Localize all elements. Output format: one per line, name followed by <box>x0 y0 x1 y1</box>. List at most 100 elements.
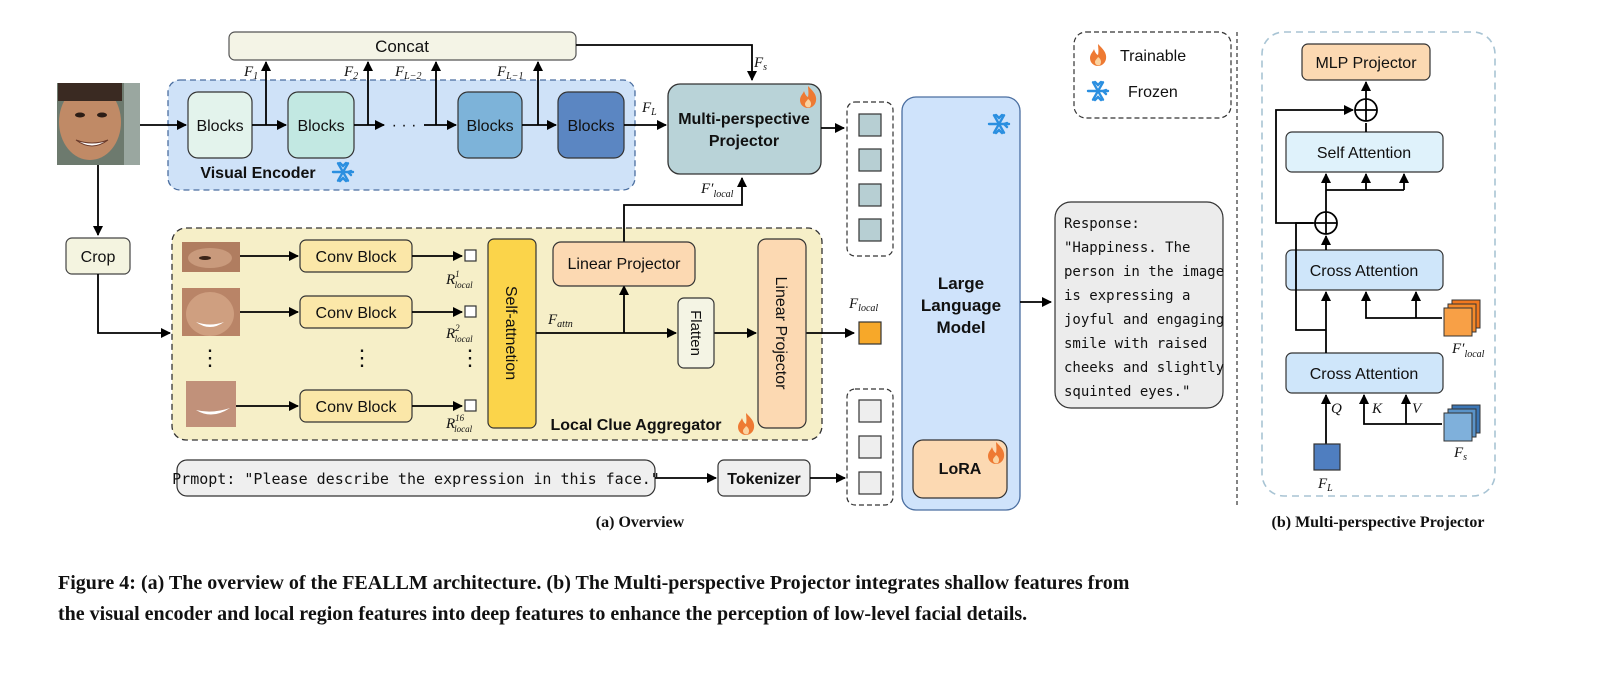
face-crop-2 <box>182 288 240 336</box>
visual-token <box>858 148 882 172</box>
flatten-label: Flatten <box>687 310 704 356</box>
face-crop-1 <box>182 242 240 272</box>
local-clue-aggregator-label: Local Clue Aggregator <box>551 417 722 434</box>
fl-feature-square <box>1313 443 1341 471</box>
v-label: V <box>1412 401 1423 417</box>
response-text: Response: "Happiness. The person in the … <box>1064 216 1224 400</box>
visual-token <box>858 183 882 207</box>
concat-box <box>228 31 577 61</box>
face-thumbnail <box>57 83 140 165</box>
r-local-1-square <box>464 249 477 262</box>
svg-text:is expressing a: is expressing a <box>1064 288 1190 304</box>
svg-text:Response:: Response: <box>1064 216 1140 232</box>
tokenizer-label: Tokenizer <box>727 471 801 488</box>
conv-block-1-label: Conv Block <box>316 249 398 266</box>
mlp-projector-box <box>1301 43 1431 81</box>
response-box <box>1054 201 1224 409</box>
label-fl1: FL−1 <box>496 64 523 82</box>
flp-detail-label: F′local <box>1451 341 1485 360</box>
lora-label: LoRA <box>939 461 982 478</box>
self-attention-label: Self-attnetion <box>502 286 519 380</box>
visual-token <box>858 218 882 242</box>
svg-text:cheeks and slightly: cheeks and slightly <box>1064 360 1224 376</box>
visual-encoder-label: Visual Encoder <box>200 165 315 182</box>
mpp-subtitle: (b) Multi-perspective Projector <box>1272 514 1485 531</box>
encoder-block-1-label: Blocks <box>196 118 243 135</box>
fs-detail-label: Fs <box>1453 445 1467 463</box>
cross2-residual-path <box>1295 222 1326 331</box>
cross-attention-2-label: Cross Attention <box>1310 366 1419 383</box>
svg-text:"Happiness. The: "Happiness. The <box>1064 240 1190 256</box>
concat-label: Concat <box>375 37 429 56</box>
mpp-box <box>667 83 822 175</box>
linear-to-mpp-arrow <box>623 177 747 242</box>
fs-to-cross2-k-arrow <box>1359 394 1442 425</box>
overview-subtitle: (a) Overview <box>596 514 685 531</box>
feature-stack-icon <box>1443 404 1481 442</box>
svg-text:smile with raised: smile with raised <box>1064 336 1207 352</box>
self-attention-detail-label: Self Attention <box>1317 145 1411 162</box>
label-flocal: Flocal <box>848 296 878 314</box>
llm-label-3: Model <box>936 318 985 337</box>
label-fl: FL <box>641 100 657 118</box>
conv-vdots: ⋮ <box>351 345 373 370</box>
label-fl2: FL−2 <box>394 64 421 82</box>
linear-projector-label: Linear Projector <box>568 256 682 273</box>
encoder-block-3-label: Blocks <box>466 118 513 135</box>
q-label: Q <box>1331 401 1342 417</box>
prompt-text: Prmopt: "Please describe the expression … <box>172 470 660 488</box>
mlp-projector-label: MLP Projector <box>1315 55 1417 72</box>
llm-label-1: Large <box>938 274 984 293</box>
crop-to-aggregator-arrow <box>97 274 171 338</box>
cross-attention-1-box <box>1285 249 1444 291</box>
cross-attention-2-box <box>1285 352 1444 394</box>
llm-label-2: Language <box>921 296 1001 315</box>
fl-detail-label: FL <box>1317 476 1333 494</box>
crop-label: Crop <box>81 249 116 266</box>
encoder-block-4-label: Blocks <box>567 118 614 135</box>
visual-token-stack <box>846 101 894 257</box>
conv-block-2-label: Conv Block <box>316 305 398 322</box>
label-f2: F2 <box>343 64 358 82</box>
r-local-2-square <box>464 305 477 318</box>
text-token <box>858 471 882 495</box>
concat-to-mpp-arrow <box>576 44 757 81</box>
face-crop-vdots: ⋮ <box>199 345 221 370</box>
llm-box <box>901 96 1021 511</box>
r-local-vdots: ⋮ <box>459 345 481 370</box>
legend-trainable: Trainable <box>1120 48 1186 65</box>
r-local-16-square <box>464 399 477 412</box>
linear-projector-box <box>552 241 696 287</box>
local-token <box>858 321 882 345</box>
label-f1: F1 <box>243 64 258 82</box>
mpp-label-2: Projector <box>709 133 779 150</box>
visual-token <box>858 113 882 137</box>
self-attention-detail-box <box>1285 131 1444 173</box>
svg-text:person in the image: person in the image <box>1064 264 1224 280</box>
flatten-box <box>677 297 715 369</box>
encoder-block-2-label: Blocks <box>297 118 344 135</box>
label-fs: Fs <box>753 55 767 73</box>
lora-box <box>912 439 1008 499</box>
text-token <box>858 435 882 459</box>
face-crop-16 <box>186 381 236 427</box>
linear-projector-2-label: Linear Projector <box>772 277 789 391</box>
svg-text:joyful and engaging: joyful and engaging <box>1064 312 1224 328</box>
conv-block-16-label: Conv Block <box>316 399 398 416</box>
legend-frozen: Frozen <box>1128 84 1178 101</box>
feature-stack-icon <box>1443 299 1481 337</box>
k-label: K <box>1371 401 1383 417</box>
svg-text:squinted eyes.": squinted eyes." <box>1064 384 1190 400</box>
encoder-dots: · · · <box>392 117 417 134</box>
text-token <box>858 399 882 423</box>
linear-projector-2-box <box>757 238 807 429</box>
caption-line-1: Figure 4: (a) The overview of the FEALLM… <box>58 572 1130 594</box>
legend-box <box>1073 31 1232 119</box>
caption-line-2: the visual encoder and local region feat… <box>58 603 1027 625</box>
label-flocal-prime: F′local <box>700 181 734 200</box>
